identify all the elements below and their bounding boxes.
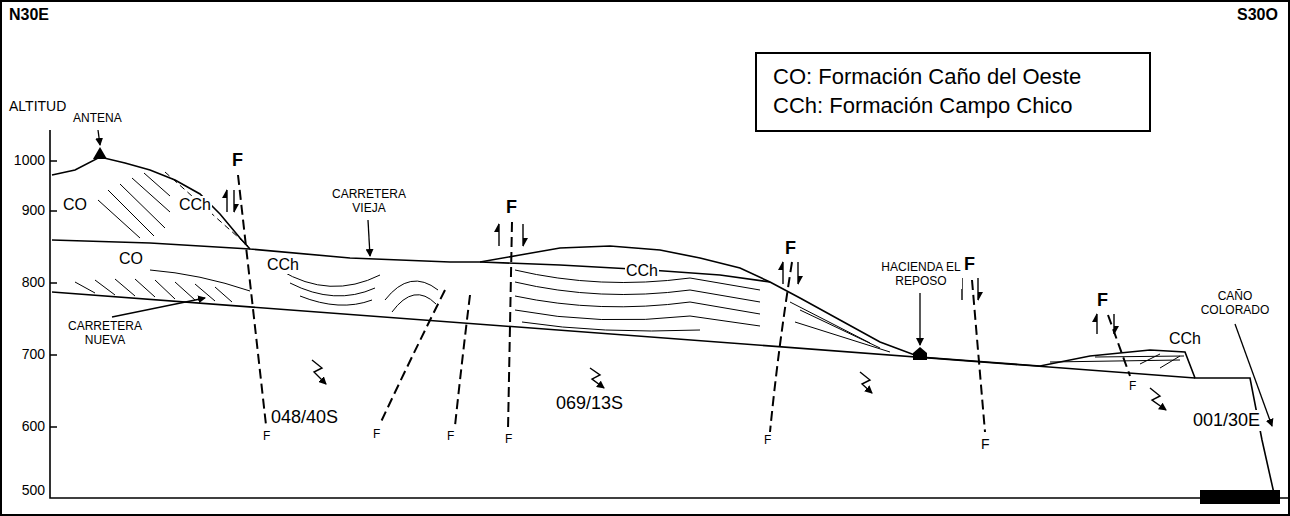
drawing-part [455, 295, 470, 426]
fault-label: F [504, 433, 513, 447]
drawing-part [52, 240, 250, 249]
formation-label: CO [118, 250, 144, 268]
topography [52, 157, 1275, 498]
drawing-part [1050, 354, 1184, 368]
legend-entry-text: CO: Formación Caño del Oeste [773, 63, 1133, 92]
drawing-part [498, 224, 499, 246]
drawing-part [770, 262, 792, 432]
feature-label: HACIENDA EL REPOSO [880, 261, 962, 289]
drawing-part [782, 262, 783, 284]
axis-value: 900 [4, 202, 46, 218]
fault-label: F [446, 430, 455, 444]
feature-label: CARRETERA NUEVA [58, 320, 152, 348]
drawing-part [50, 161, 57, 427]
fault-label: F [372, 428, 381, 442]
antenna-symbol [93, 147, 107, 159]
drawing-part [972, 280, 985, 432]
axis-value: 600 [4, 418, 46, 434]
drawing-part [1113, 314, 1114, 334]
bedding [75, 172, 1184, 368]
drawing-part [52, 157, 1275, 498]
drawing-part [226, 190, 227, 212]
drawing-part [112, 298, 205, 317]
formation-label: CCh [266, 256, 300, 274]
drawing-part [380, 290, 445, 424]
drawing-part [368, 220, 370, 256]
legend-box: CO: Formación Caño del OesteCCh: Formaci… [755, 52, 1151, 132]
drawing-part [797, 262, 798, 284]
leader-arrows [98, 130, 1272, 426]
axis-value: 700 [4, 346, 46, 362]
formation-label: CCh [178, 196, 212, 214]
fault-label: F [231, 150, 244, 171]
dip-label: 001/30E [1192, 410, 1261, 431]
fault-label: F [763, 434, 772, 448]
fault-lines [238, 175, 1130, 432]
formation-label: CO [62, 196, 88, 214]
drawing-part [919, 293, 920, 345]
drawing-part [385, 281, 438, 312]
axis [50, 130, 1290, 498]
drawing-part [52, 292, 1195, 378]
legend-entry-text: CCh: Formación Campo Chico [773, 92, 1133, 121]
drawing-part [75, 279, 232, 302]
axis-title: ALTITUD [8, 98, 67, 114]
direction-label: S30O [1236, 6, 1279, 24]
drawing-part [522, 224, 523, 246]
drawing-part [233, 190, 234, 212]
drawing-part [165, 172, 248, 246]
feature-label: CARRETERA VIEJA [322, 188, 416, 216]
axis-value: 500 [4, 482, 46, 498]
formation-label: CCh [625, 262, 659, 280]
fault-label: F [1128, 380, 1137, 394]
house-symbol [913, 347, 927, 360]
feature-label: ANTENA [72, 112, 123, 126]
drawing-part [238, 175, 266, 425]
axis-value: 800 [4, 274, 46, 290]
fault-label: F [505, 197, 518, 218]
feature-label: CAÑO COLORADO [1192, 290, 1278, 318]
fault-label: F [980, 436, 991, 452]
axis-value: 1000 [4, 152, 46, 168]
fault-label: F [262, 430, 271, 444]
fault-label: F [963, 254, 976, 275]
drawing-part [1108, 315, 1130, 376]
drawing-part [1150, 388, 1166, 410]
fault-label: F [1096, 290, 1109, 311]
drawing-part [508, 222, 512, 430]
dip-label: 069/13S [555, 393, 624, 414]
drawing-part [860, 372, 872, 393]
drawing-part [312, 360, 326, 384]
drawing-part [1096, 314, 1097, 334]
drawing-part [98, 130, 100, 145]
scale-bar [1200, 490, 1280, 504]
fault-label: F [784, 238, 797, 259]
formation-label: CCh [1168, 330, 1202, 348]
drawing-part [280, 270, 380, 305]
drawing-part [50, 130, 1290, 498]
drawing-part [977, 278, 978, 300]
direction-label: N30E [8, 6, 50, 24]
drawing-part [790, 302, 890, 352]
drawing-part [98, 173, 170, 238]
dip-symbols [312, 360, 1166, 410]
drawing-part [590, 368, 604, 388]
dip-label: 048/40S [270, 407, 339, 428]
